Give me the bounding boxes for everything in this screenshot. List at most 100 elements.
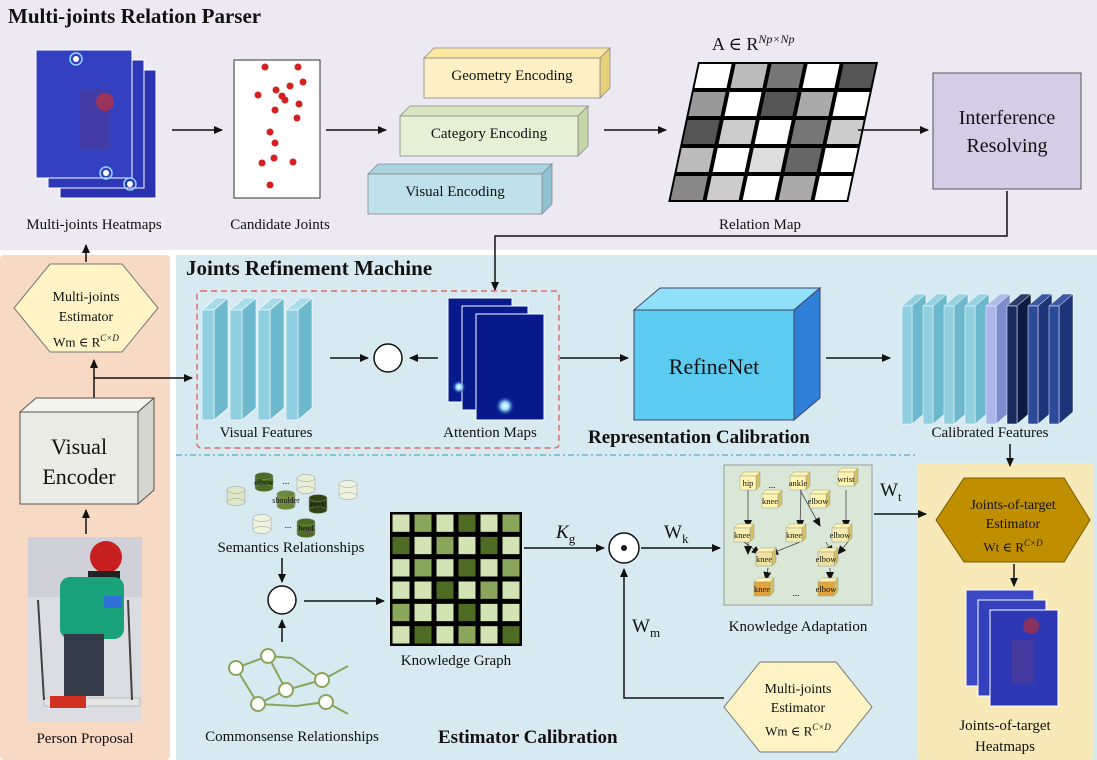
kg-cell	[392, 536, 410, 555]
kg-cell	[436, 603, 454, 622]
adaptation-node-label: knee	[734, 530, 750, 540]
commonsense-relationships-graph	[228, 648, 349, 715]
kg-cell	[414, 514, 432, 532]
visual-encoder-box	[18, 396, 156, 506]
relation-cell	[748, 148, 786, 172]
parser-title: Multi-joints Relation Parser	[8, 4, 262, 28]
knowledge-adaptation-label: Knowledge Adaptation	[728, 619, 868, 635]
category-encoding-label: Category Encoding	[430, 126, 548, 142]
relation-cell	[676, 148, 714, 172]
relation-cell	[712, 148, 750, 172]
relation-cell	[838, 64, 876, 88]
relation-cell	[796, 92, 834, 116]
adaptation-node-label: knee	[756, 554, 772, 564]
kg-cell	[458, 514, 476, 532]
kg-cell	[392, 603, 410, 622]
kg-cell	[458, 559, 476, 577]
relation-cell	[742, 176, 780, 200]
visual-features-label: Visual Features	[219, 425, 313, 441]
relation-cell	[802, 64, 840, 88]
joints-of-target-heatmaps	[965, 589, 1059, 707]
feature-attention-dashed-box	[196, 290, 560, 449]
heatmaps-label: Multi-joints Heatmaps	[26, 217, 162, 233]
kg-cell	[392, 581, 410, 599]
kg-cell	[414, 626, 432, 644]
wk-symbol: Wk	[664, 522, 689, 546]
kg-cell	[414, 559, 432, 577]
adaptation-node-label: wrist	[838, 474, 856, 484]
wt-symbol: Wt	[880, 480, 902, 504]
kg-cell	[458, 536, 476, 555]
relation-cell	[694, 64, 732, 88]
category-encoding-box	[399, 105, 589, 157]
relation-cell	[718, 120, 756, 144]
relation-cell	[724, 92, 762, 116]
kg-cell	[392, 626, 410, 644]
relation-map	[668, 62, 878, 202]
relation-cell	[790, 120, 828, 144]
semantics-relationships-label: Semantics Relationships	[217, 540, 365, 556]
kg-cell	[502, 559, 520, 577]
elementwise-add-icon	[373, 343, 403, 373]
kg-cell	[414, 581, 432, 599]
joints-of-target-estimator-hexagon	[935, 477, 1091, 563]
candidate-joints-label: Candidate Joints	[230, 217, 330, 233]
candidate-joints	[233, 59, 321, 199]
adaptation-node-label: elbow	[816, 584, 838, 594]
attention-maps-label: Attention Maps	[443, 425, 537, 441]
visual-features-stack	[201, 297, 313, 421]
semantic-word: head	[298, 524, 313, 533]
calibrated-features-label: Calibrated Features	[931, 425, 1049, 441]
adaptation-node-label: knee	[786, 530, 802, 540]
person-proposal-label: Person Proposal	[36, 731, 134, 747]
relation-cell	[730, 64, 768, 88]
kg-cell	[414, 536, 432, 555]
kg-cell	[480, 536, 498, 555]
semantic-word: shoulder	[272, 496, 300, 505]
semantic-ellipsis: ...	[283, 476, 290, 486]
svg-text:...: ...	[769, 480, 776, 490]
relation-formula: A ∈ RNp×Np	[712, 32, 795, 54]
kg-cell	[436, 581, 454, 599]
multi-joints-estimator-hexagon	[13, 263, 159, 353]
kg-cell	[502, 514, 520, 532]
kg-cell	[458, 626, 476, 644]
relation-cell	[832, 92, 870, 116]
bottom-estimator-hexagon	[723, 661, 873, 753]
semantic-ellipsis: ...	[285, 520, 292, 530]
relation-cell	[778, 176, 816, 200]
adaptation-node-label: knee	[762, 496, 778, 506]
person-proposal-image	[28, 537, 142, 722]
kg-cell	[392, 514, 410, 532]
svg-text:...: ...	[793, 588, 800, 598]
kg-cell	[480, 581, 498, 599]
kg-cell	[502, 603, 520, 622]
semantic-word: elbow	[254, 478, 274, 487]
geometry-encoding-box	[423, 47, 611, 99]
kg-cell	[436, 536, 454, 555]
kg-cell	[458, 603, 476, 622]
multi-joints-heatmaps	[35, 49, 157, 199]
adaptation-node-label: hip	[743, 478, 754, 488]
relation-cell	[670, 176, 708, 200]
attention-maps-stack	[447, 297, 545, 421]
adaptation-node-label: elbow	[830, 530, 852, 540]
kg-cell	[480, 559, 498, 577]
kg-cell	[502, 536, 520, 555]
kg-cell	[436, 626, 454, 644]
relation-cell	[784, 148, 822, 172]
kg-cell	[414, 603, 432, 622]
kg-cell	[480, 603, 498, 622]
refinement-title: Joints Refinement Machine	[186, 256, 433, 280]
relation-cell	[766, 64, 804, 88]
refinenet-cube	[632, 286, 822, 422]
otimes-icon	[267, 585, 297, 615]
kg-symbol: Kg	[556, 522, 576, 546]
calibrated-features-stack	[901, 293, 1074, 425]
